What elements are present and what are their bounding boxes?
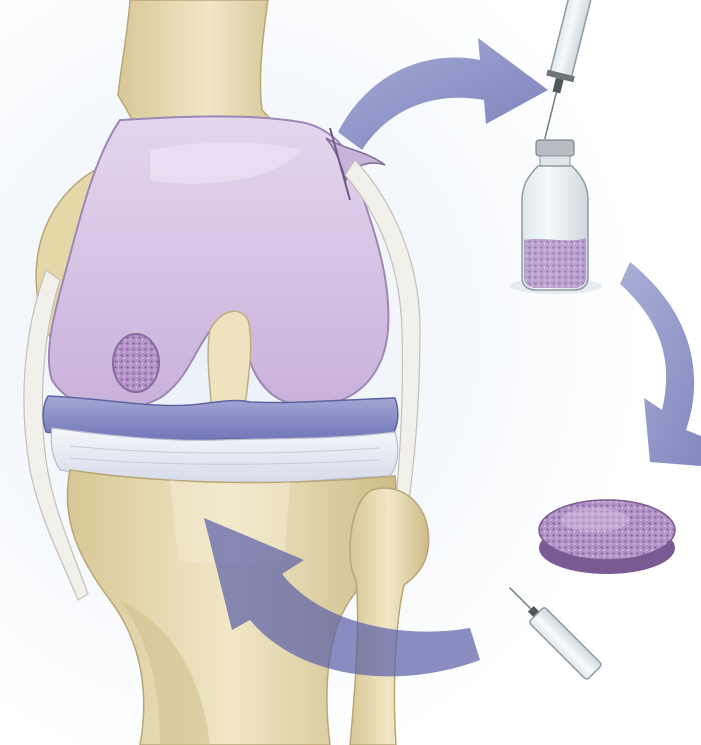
cell-scaffold-disc (539, 500, 675, 574)
cartilage-defect (113, 334, 159, 392)
cell-culture-liquid (524, 238, 586, 288)
